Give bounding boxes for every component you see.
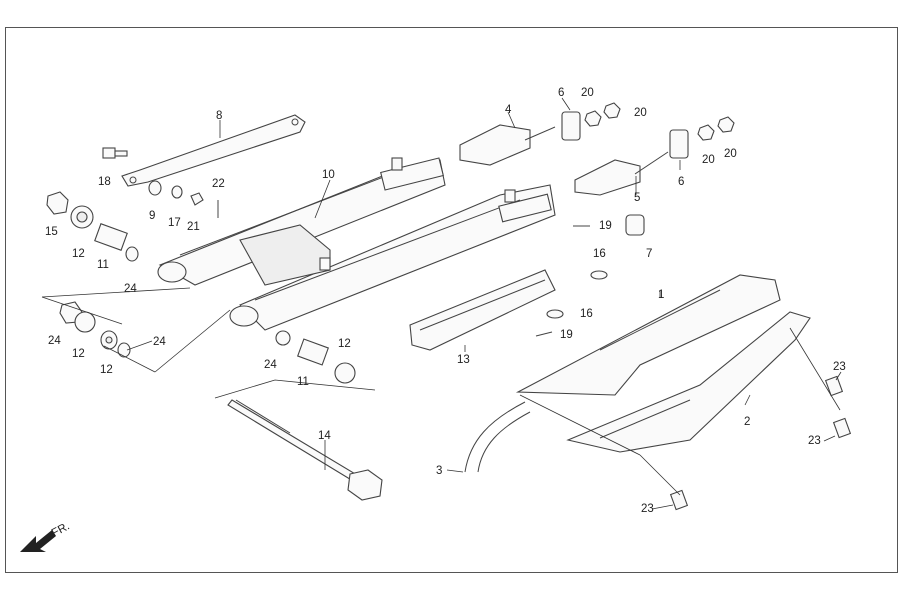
callout-12: 12 bbox=[72, 248, 85, 260]
callout-12: 12 bbox=[72, 348, 85, 360]
callout-12: 12 bbox=[338, 338, 351, 350]
callout-24: 24 bbox=[124, 283, 137, 295]
leader-lines bbox=[41, 97, 842, 510]
chain-guard bbox=[515, 274, 781, 396]
chain-cover bbox=[566, 311, 811, 453]
callout-4: 4 bbox=[505, 104, 512, 116]
callout-7: 7 bbox=[646, 248, 652, 260]
callout-8: 8 bbox=[216, 110, 222, 122]
bolt-18 bbox=[102, 147, 128, 159]
front-arrow-icon bbox=[20, 530, 56, 552]
small-hardware bbox=[148, 180, 219, 218]
callout-3: 3 bbox=[436, 465, 442, 477]
callout-11: 11 bbox=[97, 259, 109, 271]
callout-10: 10 bbox=[322, 169, 335, 181]
callout-21: 21 bbox=[187, 221, 200, 233]
front-label: FR. bbox=[50, 520, 72, 539]
torque-link bbox=[121, 114, 306, 187]
callout-14: 14 bbox=[318, 430, 331, 442]
pivot-hardware-right bbox=[275, 330, 356, 384]
callout-24: 24 bbox=[264, 359, 277, 371]
pivot-shaft bbox=[227, 399, 383, 501]
callout-16: 16 bbox=[593, 248, 606, 260]
callout-11: 11 bbox=[297, 376, 309, 388]
callout-5: 5 bbox=[634, 192, 640, 204]
callout-20: 20 bbox=[724, 148, 737, 160]
callout-20: 20 bbox=[634, 107, 647, 119]
callout-2: 2 bbox=[744, 416, 750, 428]
callout-6: 6 bbox=[678, 176, 684, 188]
callout-16: 16 bbox=[580, 308, 593, 320]
callout-24: 24 bbox=[153, 336, 166, 348]
callout-12: 12 bbox=[100, 364, 113, 376]
callout-20: 20 bbox=[581, 87, 594, 99]
callout-17: 17 bbox=[168, 217, 181, 229]
callout-18: 18 bbox=[98, 176, 111, 188]
callout-22: 22 bbox=[212, 178, 225, 190]
chain bbox=[464, 401, 531, 473]
pivot-hardware-left bbox=[46, 191, 139, 262]
callout-19: 19 bbox=[599, 220, 612, 232]
callout-9: 9 bbox=[149, 210, 155, 222]
callouts: 1 2 3 4 5 6 6 7 8 9 10 11 11 12 12 12 12… bbox=[45, 87, 846, 515]
callout-23: 23 bbox=[641, 503, 654, 515]
callout-20: 20 bbox=[702, 154, 715, 166]
callout-6: 6 bbox=[558, 87, 564, 99]
callout-13: 13 bbox=[457, 354, 470, 366]
callout-19: 19 bbox=[560, 329, 573, 341]
chain-adjusters bbox=[459, 102, 735, 337]
callout-24: 24 bbox=[48, 335, 61, 347]
chain-slider bbox=[409, 269, 556, 351]
swing-arm bbox=[157, 157, 556, 331]
callout-23: 23 bbox=[808, 435, 821, 447]
bolts-23 bbox=[669, 375, 852, 511]
pivot-hardware-lower bbox=[59, 301, 131, 358]
callout-23: 23 bbox=[833, 361, 846, 373]
callout-1: 1 bbox=[658, 289, 664, 301]
callout-15: 15 bbox=[45, 226, 58, 238]
